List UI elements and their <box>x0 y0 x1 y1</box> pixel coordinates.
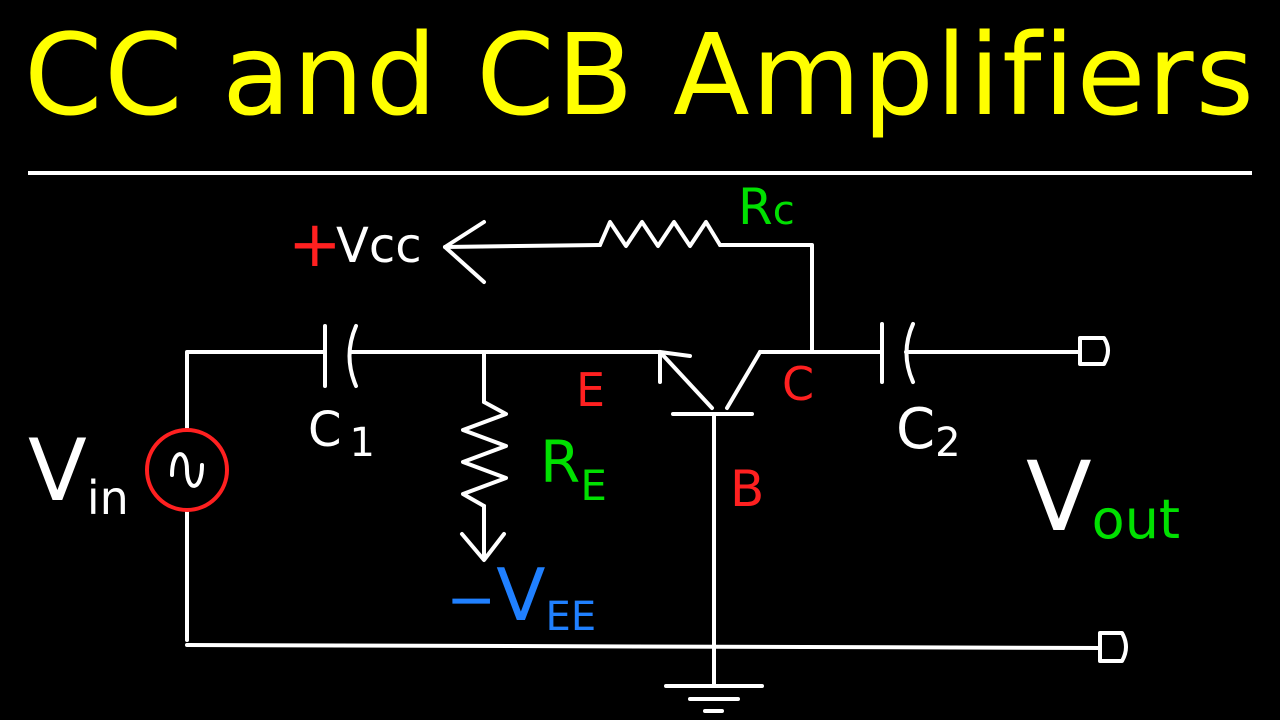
vcc-label: Vcc <box>336 218 422 274</box>
wire-rc-right <box>718 243 814 354</box>
rc-label: Rc <box>738 178 795 236</box>
base-label: B <box>730 460 764 518</box>
vin-label: Vin <box>28 421 129 525</box>
re-resistor <box>461 400 508 508</box>
wire-vin-top <box>185 350 327 432</box>
ac-sine-icon <box>170 452 204 488</box>
vee-arrow-icon <box>460 532 506 562</box>
emitter-label: E <box>576 363 605 417</box>
emitter-arrow-icon <box>658 350 692 384</box>
output-terminal-bottom-icon <box>1098 631 1128 663</box>
rc-resistor <box>598 220 722 248</box>
c2-label: C2 <box>896 397 961 466</box>
vcc-sign: + <box>288 208 342 282</box>
wire-ground-rail <box>185 643 1102 650</box>
vout-label: Vout <box>1026 441 1180 553</box>
transistor-collector-leg <box>725 350 762 410</box>
output-terminal-top-icon <box>1078 336 1110 366</box>
c1-plate-right <box>347 324 358 388</box>
page-title: CC and CB Amplifiers <box>24 11 1256 141</box>
re-label: RE <box>540 428 607 510</box>
ac-source-icon <box>145 428 229 512</box>
wire-rc-left <box>443 243 602 249</box>
vee-label: −VEE <box>446 553 596 640</box>
vcc-arrow-icon <box>443 220 486 284</box>
transistor-emitter-leg <box>658 350 714 410</box>
collector-label: C <box>782 357 814 411</box>
